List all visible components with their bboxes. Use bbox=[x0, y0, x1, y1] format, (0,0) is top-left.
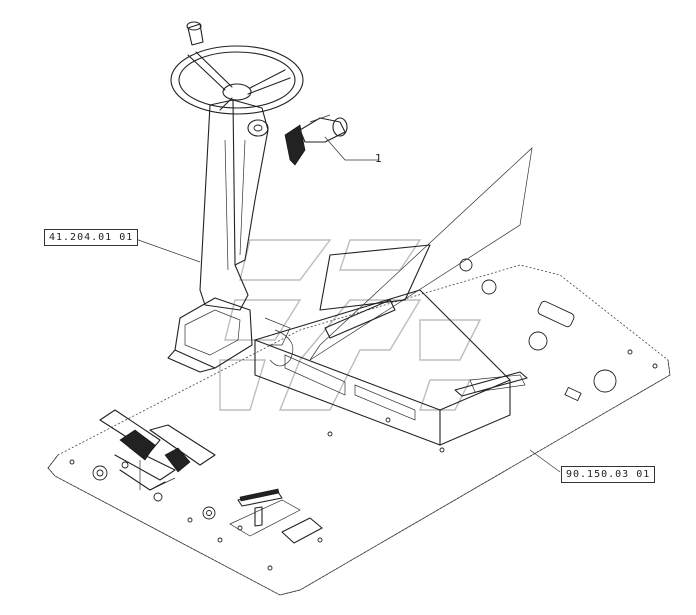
callout-floor-plate: 90.150.03 01 bbox=[561, 466, 656, 483]
platform-box bbox=[254, 289, 528, 453]
pedal-assembly bbox=[99, 409, 216, 502]
linkage-bar bbox=[237, 488, 283, 527]
watermark-logo bbox=[219, 239, 482, 411]
callout-lever: 1 bbox=[375, 152, 382, 165]
side-panel bbox=[309, 147, 533, 361]
leader-line-column bbox=[129, 236, 201, 263]
steering-wheel bbox=[170, 21, 304, 115]
callout-steering-column: 41.204.01 01 bbox=[44, 229, 139, 246]
leader-line-plate bbox=[529, 449, 561, 473]
floor-plate bbox=[47, 258, 671, 596]
leader-line-lever bbox=[324, 136, 378, 161]
steering-column bbox=[167, 99, 294, 373]
lever-part bbox=[284, 114, 348, 166]
